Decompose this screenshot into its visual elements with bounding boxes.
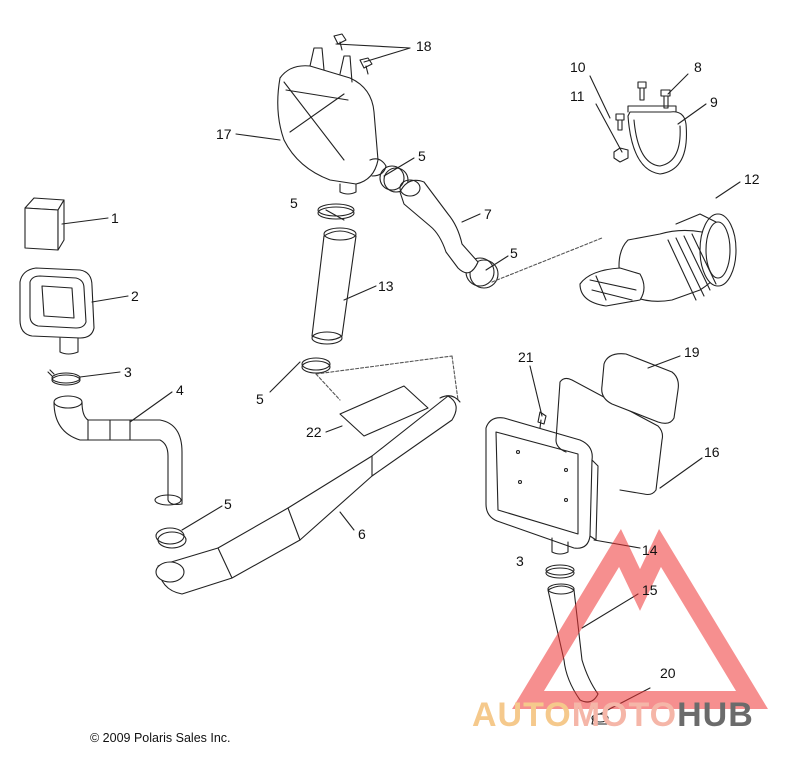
callout-13: 13 [378,278,394,294]
watermark-auto: AUTO [472,696,572,734]
part-5-clamp-d [301,357,331,374]
part-18-bolts [333,33,373,75]
callout-19: 19 [684,344,700,360]
part-16-gasket [555,377,664,496]
watermark-text: AUTOMOTOHUB [472,696,754,735]
watermark-moto: MOTO [571,696,678,734]
part-3-clamp-right [545,564,575,579]
callout-17: 17 [216,126,232,142]
part-14-filter-frame [485,417,599,555]
part-2-airbox-cover [19,267,95,355]
callout-12: 12 [744,171,760,187]
callout-5-a: 5 [418,148,426,164]
callout-7: 7 [484,206,492,222]
part-4-elbow-hose [53,395,183,506]
part-3-clamp-left [47,369,81,386]
callout-20: 20 [660,665,676,681]
callout-5-c: 5 [510,245,518,261]
callout-5-d: 5 [256,391,264,407]
callout-3-right: 3 [516,553,524,569]
callout-9: 9 [710,94,718,110]
callout-11: 11 [570,88,585,104]
callout-1: 1 [111,210,119,226]
part-6-long-duct [155,395,461,595]
callout-3-left: 3 [124,364,132,380]
callout-labels: 1 2 3 3 4 5 5 5 5 5 6 7 8 9 10 11 12 13 … [111,38,760,681]
callout-2: 2 [131,288,139,304]
leader-lines [61,43,741,715]
part-5-clamp-e [155,527,187,549]
callout-16: 16 [704,444,720,460]
part-10-bolt [615,113,625,131]
part-21-screw [537,411,547,429]
copyright-text: © 2009 Polaris Sales Inc. [90,731,231,745]
part-17-airbox-housing [277,47,387,195]
callout-4: 4 [176,382,184,398]
watermark-logo [512,529,768,709]
part-22-decal [339,385,429,437]
callout-21: 21 [518,349,534,365]
watermark-hub: HUB [677,696,754,734]
part-19-foam [601,353,679,424]
part-13-straight-hose [311,227,357,345]
part-5-clamp-a [317,203,355,220]
callout-18: 18 [416,38,432,54]
part-12-air-filter [579,213,737,307]
part-8-bolt-second [637,81,647,101]
callout-8: 8 [694,59,702,75]
part-1-foam-block [24,197,65,251]
callout-5-b: 5 [290,195,298,211]
callout-6: 6 [358,526,366,542]
callout-5-e: 5 [224,496,232,512]
part-8-bolt [660,89,671,109]
part-7-hose [399,179,479,274]
callout-22: 22 [306,424,322,440]
callout-14: 14 [642,542,658,558]
reference-lines [315,237,603,401]
callout-15: 15 [642,582,658,598]
callout-10: 10 [570,59,586,75]
part-9-strap-clamp [627,105,688,175]
